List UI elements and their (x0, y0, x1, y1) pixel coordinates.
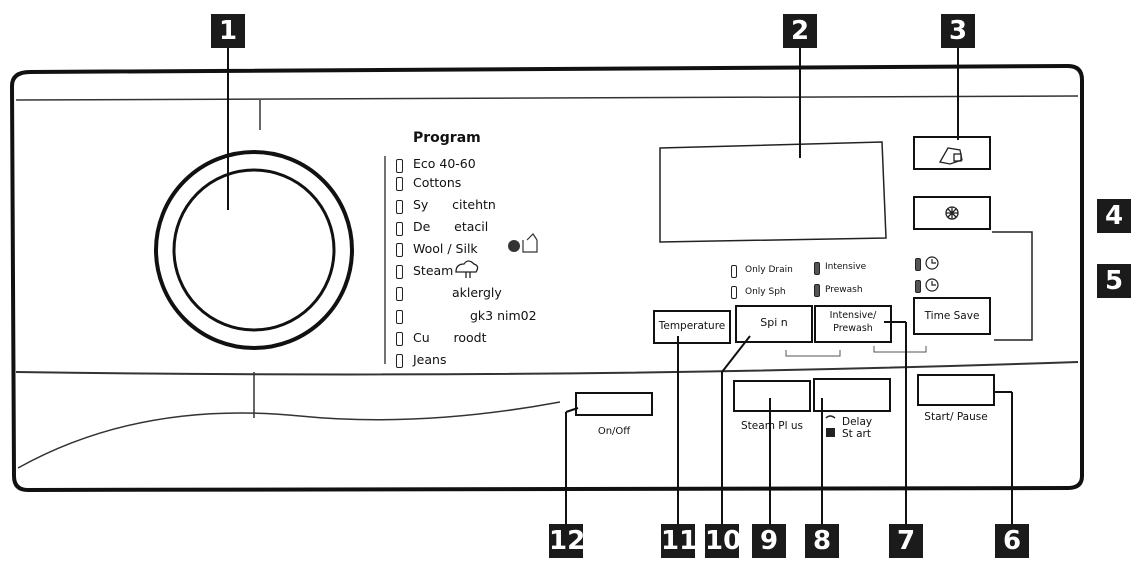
temperature-button[interactable] (653, 310, 731, 344)
basin-icon (522, 233, 538, 253)
delay-start-button[interactable] (813, 378, 891, 412)
intensive-led (814, 262, 820, 275)
prewash-led (814, 284, 820, 297)
callout-3: 3 (941, 14, 975, 48)
intensive-prewash-label-2: Prewash (833, 323, 873, 334)
program-item: De etacil (413, 219, 489, 234)
steam-cloud-icon (455, 260, 479, 278)
time-save-led-2 (915, 280, 921, 293)
delay-start-icon (825, 415, 836, 437)
only-drain-led (731, 265, 737, 278)
start-pause-label: Start/ Pause (924, 411, 988, 423)
intensive-label: Intensive (825, 262, 867, 272)
program-item: Jeans (413, 352, 447, 367)
leader-lines (227, 46, 1013, 527)
program-led (396, 177, 403, 191)
only-drain-label: Only Drain (745, 265, 793, 275)
program-led (396, 265, 403, 279)
callout-4: 4 (1097, 199, 1131, 233)
prewash-label: Prewash (825, 285, 863, 295)
program-item: Sy citehtn (413, 197, 496, 212)
callout-5: 5 (1097, 264, 1131, 298)
time-save-button[interactable] (913, 297, 991, 335)
steam-plus-label: Steam Pl us (741, 420, 803, 432)
callout-10: 10 (705, 524, 742, 558)
program-led (396, 222, 403, 236)
wool-ball-icon (508, 240, 520, 252)
delay-start-label-2: St art (842, 428, 871, 440)
clock-icon-1 (925, 256, 939, 270)
callout-7: 7 (889, 524, 923, 558)
delay-start-label-1: Delay (842, 416, 873, 428)
only-spin-label: Only Sph (745, 287, 786, 297)
steam-plus-button[interactable] (733, 380, 811, 412)
time-save-label: Time Save (924, 310, 980, 322)
clock-icon-2 (925, 278, 939, 292)
program-item: Wool / Silk (413, 241, 478, 256)
detergent-hand-icon (938, 147, 963, 165)
program-item: gk3 nim02 (470, 308, 537, 323)
program-led (396, 287, 403, 301)
callout-2: 2 (783, 14, 817, 48)
display-screen (659, 141, 887, 243)
spin-lock-icon (945, 206, 959, 220)
program-item: Steam (413, 263, 454, 278)
time-save-led-1 (915, 258, 921, 271)
callout-1: 1 (211, 14, 245, 48)
intensive-prewash-label-1: Intensive/ (829, 310, 877, 321)
program-led (396, 354, 403, 368)
callout-8: 8 (805, 524, 839, 558)
program-item: aklergly (452, 285, 502, 300)
button-3[interactable] (913, 136, 991, 170)
only-spin-led (731, 286, 737, 299)
program-item: Cu roodt (413, 330, 487, 345)
start-pause-button[interactable] (917, 374, 995, 406)
on-off-button[interactable] (575, 392, 653, 416)
program-led (396, 332, 403, 346)
program-dial-knob[interactable] (172, 168, 336, 332)
program-led (396, 200, 403, 214)
spin-label: Spi n (760, 316, 788, 329)
program-title: Program (413, 130, 481, 146)
program-led (396, 159, 403, 173)
program-led (396, 243, 403, 257)
intensive-prewash-button[interactable] (814, 305, 892, 343)
program-item: Eco 40-60 (413, 156, 476, 171)
callout-12: 12 (549, 524, 586, 558)
temperature-label: Temperature (658, 320, 726, 332)
program-led (396, 310, 403, 324)
spin-button[interactable] (735, 305, 813, 343)
callout-11: 11 (661, 524, 698, 558)
program-item: Cottons (413, 175, 462, 190)
callout-9: 9 (752, 524, 786, 558)
callout-6: 6 (995, 524, 1029, 558)
on-off-label: On/Off (597, 426, 631, 437)
